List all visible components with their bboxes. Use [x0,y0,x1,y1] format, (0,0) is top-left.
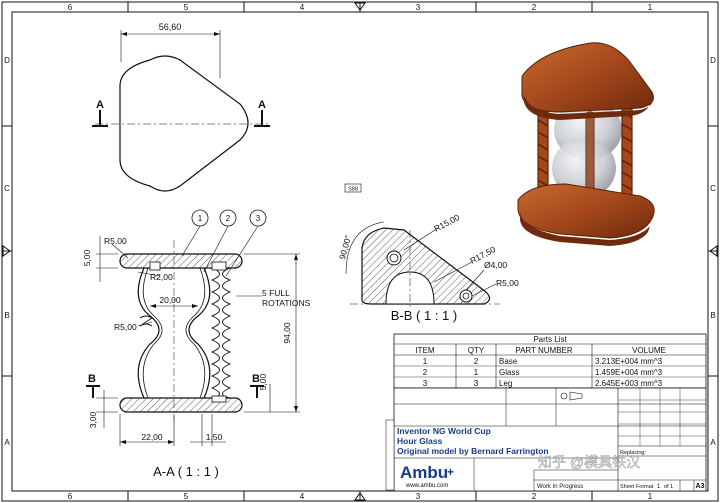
row-label-left: B [4,311,9,320]
sheet-number: 1 [657,484,661,490]
col-label-top: 1 [648,3,653,12]
col-label-bottom: 2 [532,492,537,501]
dim-94: 94,00 [282,322,292,344]
dim-1-5: 1,50 [206,432,223,442]
parts-row-volume: 3.213E+004 mm^3 [595,357,663,366]
top-width-dim: 56,60 [159,22,182,32]
parts-list-title: Parts List [533,335,567,344]
parts-row-volume: 2.645E+003 mm^3 [595,379,663,388]
section-aa-caption: A-A ( 1 : 1 ) [153,464,219,479]
dim-r5-bb: R5,00 [496,278,519,288]
row-label-left: C [4,184,10,193]
parts-row-volume: 1.459E+004 mm^3 [595,368,663,377]
balloon-3: 3 [256,214,261,223]
section-letter-b-left: B [88,373,96,385]
parts-row-part: Leg [499,379,512,388]
dim-3: 3,00 [88,411,98,428]
sheet-of: of 1 [664,484,673,490]
small-tag-text: S88 [348,187,358,193]
col-label-bottom: 5 [184,492,189,501]
dim-d4: Ø4,00 [484,260,507,270]
brand-logo: Ambu [400,463,448,482]
dim-22: 22,00 [141,432,163,442]
col-label-top: 5 [184,3,189,12]
dim-5-right: 5,00 [258,373,268,390]
col-label-bottom: 3 [416,492,421,501]
dim-r5-mid: R5,00 [114,322,137,332]
brand-mark: + [447,465,454,479]
note-rotations-2: ROTATIONS [262,298,311,308]
sheet-size: A3 [696,483,705,490]
zone-labels: 6 5 4 3 2 1 6 5 4 3 2 1 D C B A D C B A [4,3,716,501]
row-label-right: A [710,438,716,447]
section-letter-b-right: B [252,373,260,385]
col-label-top: 2 [532,3,537,12]
hourglass-3d-render [517,42,655,246]
parts-header-qty: QTY [468,346,485,355]
parts-row-item: 1 [423,357,428,366]
section-bb-view: 90,00° R15,00 R17,50 Ø4,00 R5,00 B-B ( 1… [337,212,519,323]
title-block: Inventor NG World Cup Hour Glass Origina… [385,387,707,492]
replacing-label: Replacing: [620,450,646,456]
watermark-text: 知乎 @模具铁汉 [538,454,640,470]
title-line-2: Hour Glass [397,436,443,446]
dim-20: 20,00 [159,295,181,305]
parts-row-part: Glass [499,368,519,377]
parts-row-qty: 3 [474,379,479,388]
dim-r15: R15,00 [432,212,461,234]
row-label-right: D [710,56,716,65]
section-letter-a-left: A [96,99,104,111]
col-label-top: 3 [416,3,421,12]
col-label-bottom: 1 [648,492,653,501]
parts-row-qty: 1 [474,368,479,377]
balloon-2: 2 [226,214,231,223]
parts-header-part: PART NUMBER [515,346,573,355]
parts-row-item: 3 [423,379,428,388]
col-label-bottom: 6 [68,492,73,501]
sheet-format-label: Sheet Format [620,484,654,490]
col-label-top: 4 [300,3,305,12]
section-aa-view: 1 2 3 [82,209,311,479]
parts-row-item: 2 [423,368,428,377]
parts-header-volume: VOLUME [632,346,666,355]
row-label-left: D [4,56,10,65]
brand-website: www.ambu.com [405,483,448,489]
parts-row-qty: 2 [474,357,479,366]
parts-row-part: Base [499,357,518,366]
col-label-bottom: 4 [300,492,305,501]
note-rotations-1: 5 FULL [262,288,290,298]
section-letter-a-right: A [258,99,266,111]
row-label-left: A [4,438,10,447]
top-view: 56,60 A A [92,22,270,192]
dim-r2: R2,00 [150,272,173,282]
parts-list: Parts List ITEM QTY PART NUMBER VOLUME 1… [393,333,707,389]
balloon-1: 1 [198,214,203,223]
section-bb-caption: B-B ( 1 : 1 ) [391,308,457,323]
parts-header-item: ITEM [415,346,434,355]
col-label-top: 6 [68,3,73,12]
title-line-3: Original model by Bernard Farrington [397,446,549,456]
small-tag: S88 [344,183,362,193]
dim-r5-top: R5,00 [104,236,127,246]
row-label-right: B [710,311,715,320]
dim-5-left: 5,00 [82,249,92,266]
title-line-1: Inventor NG World Cup [397,426,491,436]
status-text: Work In Progress [537,484,583,490]
row-label-right: C [710,184,716,193]
